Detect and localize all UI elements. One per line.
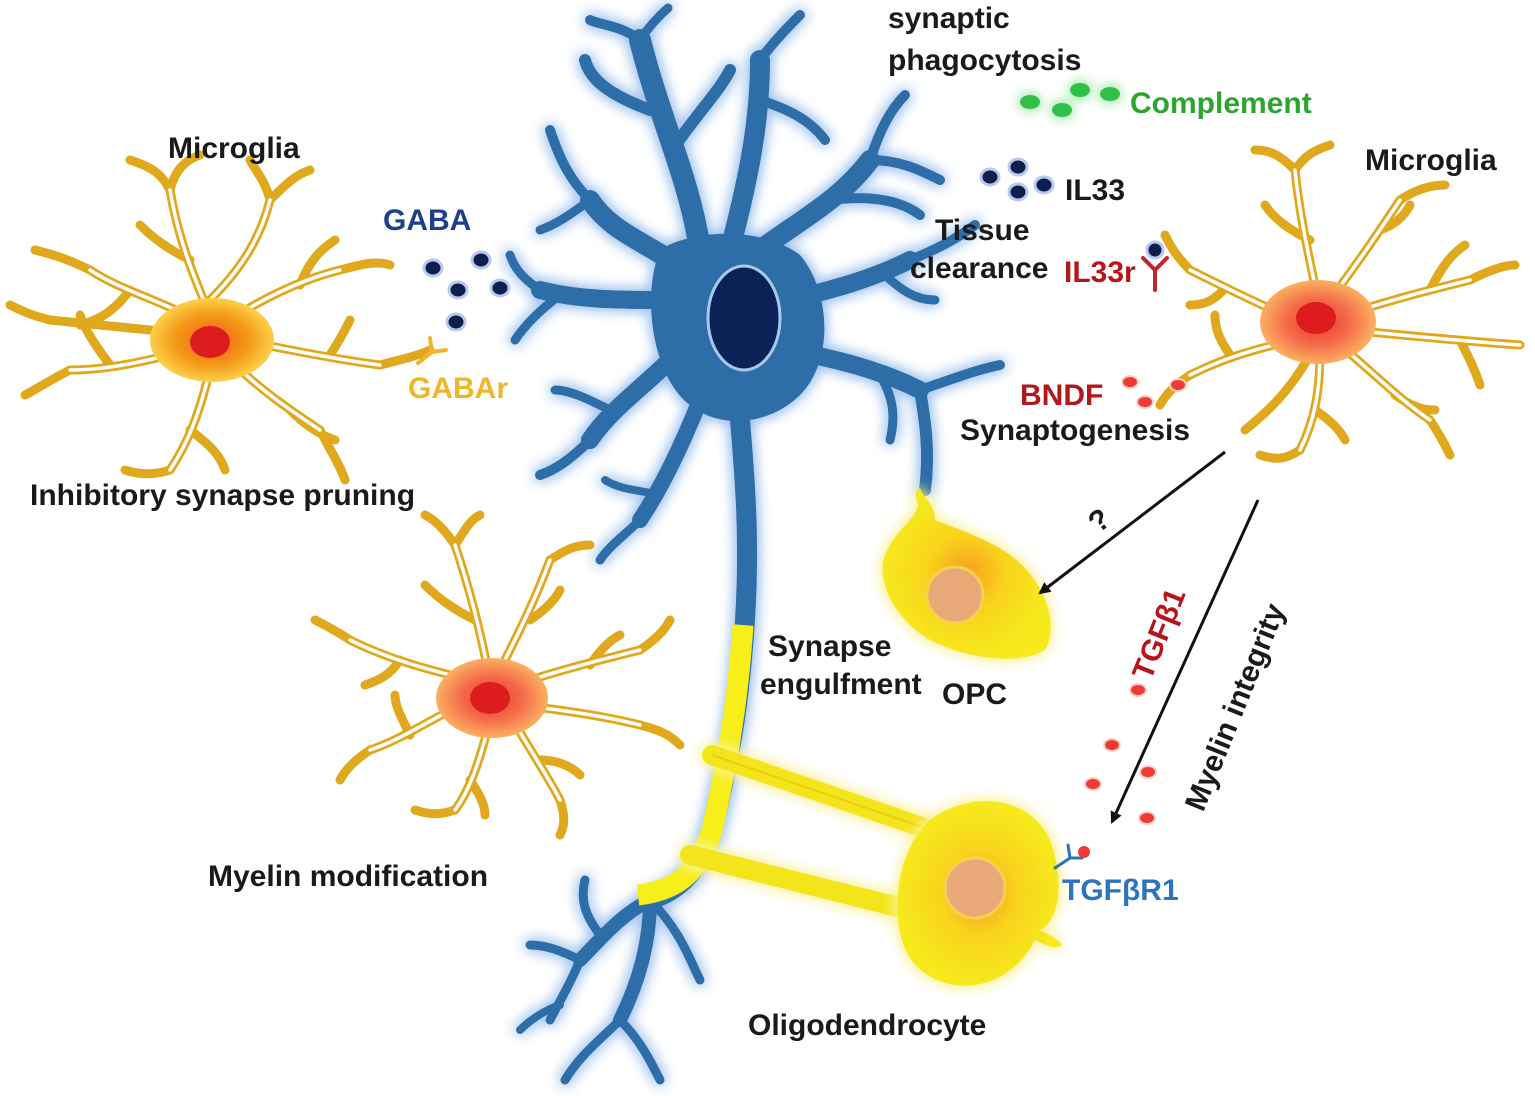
microglia-bottom bbox=[310, 510, 685, 840]
il33-bound-dot bbox=[1145, 240, 1165, 260]
label-il33: IL33 bbox=[1065, 174, 1125, 207]
label-synaptogenesis: Synaptogenesis bbox=[960, 414, 1190, 447]
complement-dots bbox=[1020, 83, 1120, 117]
oligodendrocyte-processes bbox=[680, 745, 955, 920]
label-il33r: IL33r bbox=[1064, 256, 1136, 289]
label-myelin-modification: Myelin modification bbox=[208, 860, 488, 893]
opc-nucleus bbox=[925, 565, 985, 625]
label-inhibitory-pruning: Inhibitory synapse pruning bbox=[30, 479, 415, 512]
arrow-to-opc bbox=[1038, 450, 1226, 595]
microglia-left bbox=[5, 150, 435, 485]
microglia-right bbox=[1155, 140, 1525, 463]
label-microglia-left: Microglia bbox=[168, 132, 300, 165]
label-gaba: GABA bbox=[383, 204, 471, 237]
label-opc: OPC bbox=[942, 678, 1007, 711]
label-bndf: BNDF bbox=[1020, 379, 1103, 412]
il33-receptor bbox=[1141, 256, 1169, 292]
label-tgfbr1: TGFβR1 bbox=[1062, 874, 1179, 907]
tgfbr1-bound-dot bbox=[1078, 846, 1090, 858]
gaba-dots bbox=[422, 250, 511, 332]
label-engulfment: engulfment bbox=[760, 668, 922, 701]
il33-dots bbox=[979, 157, 1055, 202]
gaba-receptor bbox=[416, 336, 448, 365]
arrow-to-oligodendrocyte bbox=[1110, 499, 1260, 824]
neuron-nucleus bbox=[706, 264, 782, 372]
label-question-mark: ? bbox=[1082, 502, 1117, 539]
label-gabar: GABAr bbox=[408, 372, 508, 405]
bndf-dots bbox=[1121, 375, 1187, 409]
label-clearance: clearance bbox=[910, 252, 1048, 285]
microglia-bottom-nucleus bbox=[470, 682, 510, 714]
microglia-left-nucleus bbox=[190, 326, 230, 358]
label-phagocytosis: phagocytosis bbox=[888, 44, 1081, 77]
oligodendrocyte-nucleus bbox=[943, 856, 1007, 920]
label-synapse: Synapse bbox=[768, 630, 891, 663]
label-myelin-integrity: Myelin integrity bbox=[1179, 599, 1292, 816]
microglia-right-nucleus bbox=[1296, 302, 1336, 334]
tgfbr1-receptor bbox=[1053, 843, 1084, 870]
label-tissue: Tissue bbox=[935, 214, 1030, 247]
label-complement: Complement bbox=[1130, 87, 1312, 120]
label-oligodendrocyte: Oligodendrocyte bbox=[748, 1009, 986, 1042]
label-microglia-right: Microglia bbox=[1365, 144, 1497, 177]
myelin-sheath bbox=[636, 624, 754, 906]
label-synaptic: synaptic bbox=[888, 2, 1010, 35]
tgfb1-dots bbox=[1084, 683, 1157, 825]
